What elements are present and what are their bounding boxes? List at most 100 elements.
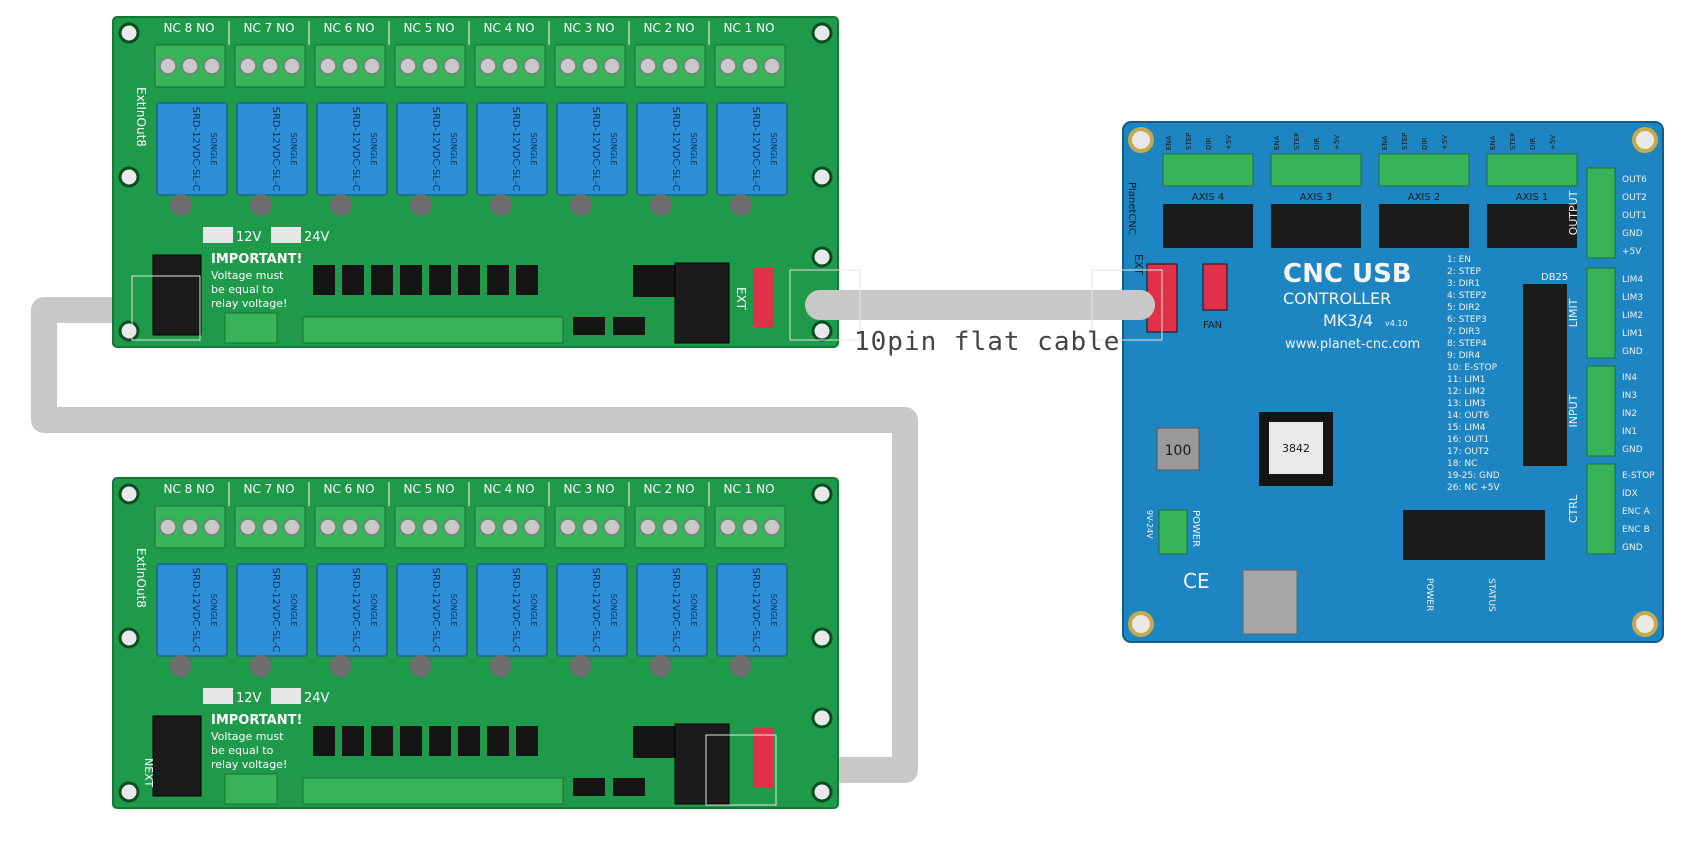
relay-body bbox=[396, 102, 468, 196]
screw-terminal bbox=[341, 518, 359, 536]
input-pin-label: IN2 bbox=[1622, 409, 1637, 419]
voltage-jumper-pad bbox=[203, 227, 233, 243]
inductor-code: 100 bbox=[1165, 443, 1192, 459]
limit-pin-label: LIM4 bbox=[1622, 275, 1643, 285]
power-plus: + bbox=[231, 815, 244, 834]
cable-end-bottom bbox=[705, 734, 777, 806]
voltage-jumper-pad bbox=[271, 688, 301, 704]
model-label: MK3/4 bbox=[1323, 311, 1373, 330]
cable-end-right bbox=[1091, 269, 1163, 341]
screw-terminal bbox=[479, 518, 497, 536]
ctrl-pin-label: ENC B bbox=[1622, 525, 1650, 535]
axis-pin-label: ENA bbox=[1273, 135, 1281, 150]
axis-terminal bbox=[1162, 153, 1254, 187]
voltage-option-12v: 12V bbox=[236, 230, 262, 245]
chip-code: 3842 bbox=[1282, 442, 1310, 455]
pinout-line: 19-25: GND bbox=[1447, 471, 1500, 481]
pinout-line: 6: STEP3 bbox=[1447, 315, 1487, 325]
screw-terminal bbox=[581, 57, 599, 75]
output-pin-label: GND bbox=[1622, 229, 1643, 239]
status-led-label: STATUS bbox=[1486, 578, 1496, 612]
screw-terminal bbox=[341, 57, 359, 75]
screw-terminal bbox=[763, 57, 781, 75]
channel-header-label: NC 7 NO bbox=[243, 21, 294, 35]
mount-hole bbox=[118, 781, 140, 803]
axis-pin-label: +5V bbox=[1333, 135, 1341, 150]
screw-terminal bbox=[443, 57, 461, 75]
axis-pin-label: +5V bbox=[1549, 135, 1557, 150]
screw-terminal bbox=[603, 57, 621, 75]
relay-model-label: SRD-12VDC-SL-C bbox=[190, 107, 201, 192]
screw-terminal bbox=[741, 518, 759, 536]
screw-terminal bbox=[443, 518, 461, 536]
output-pin-label: OUT1 bbox=[1622, 211, 1647, 221]
pinout-line: 1: EN bbox=[1447, 255, 1471, 265]
ctrl-pin-label: GND bbox=[1622, 543, 1643, 553]
mount-hole bbox=[811, 320, 833, 342]
relay-brand-label: SONGLE bbox=[369, 132, 378, 165]
relay-led bbox=[650, 655, 672, 677]
usb-port bbox=[1242, 569, 1298, 635]
screw-terminal bbox=[501, 57, 519, 75]
screw-terminal bbox=[261, 518, 279, 536]
axis-pin-label: STEP bbox=[1185, 133, 1193, 150]
fan-header bbox=[1202, 263, 1228, 311]
screw-terminal bbox=[283, 518, 301, 536]
notice-line: be equal to bbox=[211, 744, 274, 757]
relay-led bbox=[730, 655, 752, 677]
relay-body bbox=[476, 102, 548, 196]
relay-body bbox=[476, 563, 548, 657]
screw-terminal bbox=[239, 57, 257, 75]
screw-terminal bbox=[159, 518, 177, 536]
relay-brand-label: SONGLE bbox=[529, 132, 538, 165]
ribbon-connector-right bbox=[674, 262, 730, 344]
connector-label-right: EXT bbox=[734, 287, 748, 311]
mount-hole bbox=[1128, 611, 1154, 637]
optocoupler-chip bbox=[342, 265, 364, 295]
mount-hole bbox=[811, 627, 833, 649]
output-pin-label: +5V bbox=[1622, 247, 1642, 257]
pinout-line: 3: DIR1 bbox=[1447, 279, 1480, 289]
channel-header-label: NC 1 NO bbox=[723, 482, 774, 496]
channel-header-label: NC 2 NO bbox=[643, 21, 694, 35]
optocoupler-chip bbox=[400, 726, 422, 756]
optocoupler-chip bbox=[342, 726, 364, 756]
limit-terminal bbox=[1586, 267, 1616, 359]
board-substrate bbox=[112, 16, 839, 348]
relay-body bbox=[396, 563, 468, 657]
axis-label: AXIS 4 bbox=[1192, 192, 1225, 203]
notice-title: IMPORTANT! bbox=[211, 713, 302, 728]
channel-header-label: NC 5 NO bbox=[403, 21, 454, 35]
connector-label-left: NEXT bbox=[142, 758, 155, 788]
screw-terminal bbox=[363, 518, 381, 536]
small-ic bbox=[613, 778, 645, 796]
screw-terminal bbox=[719, 518, 737, 536]
output-pin-label: OUT6 bbox=[1622, 175, 1647, 185]
pinout-line: 14: OUT6 bbox=[1447, 411, 1490, 421]
relay-led bbox=[490, 194, 512, 216]
channel-header-label: NC 2 NO bbox=[643, 482, 694, 496]
relay-body bbox=[156, 102, 228, 196]
screw-terminal bbox=[159, 57, 177, 75]
optocoupler-chip bbox=[516, 265, 538, 295]
channel-header-label: NC 4 NO bbox=[483, 21, 534, 35]
version-label: v4.10 bbox=[1385, 319, 1408, 328]
relay-body bbox=[316, 563, 388, 657]
input-group-label: INPUT bbox=[1567, 394, 1580, 427]
optocoupler-chip bbox=[516, 726, 538, 756]
relay-body bbox=[236, 102, 308, 196]
relay-brand-label: SONGLE bbox=[289, 132, 298, 165]
relay-model-label: SRD-12VDC-SL-C bbox=[270, 568, 281, 653]
input-pin-label: GND bbox=[1622, 445, 1643, 455]
flat-cable-chain bbox=[31, 297, 918, 783]
relay-model-label: SRD-12VDC-SL-C bbox=[350, 107, 361, 192]
axis-pin-label: +5V bbox=[1441, 135, 1449, 150]
red-header bbox=[753, 267, 773, 327]
